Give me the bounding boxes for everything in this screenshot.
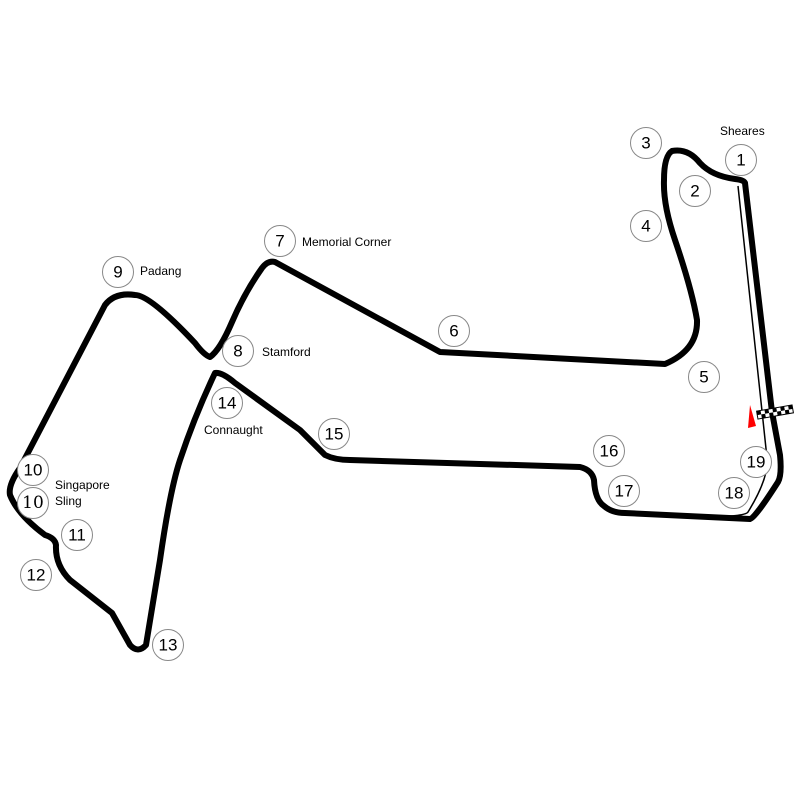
corner-marker-14: 14 bbox=[211, 387, 243, 419]
corner-number: 12 bbox=[27, 566, 46, 585]
label-sheares: Sheares bbox=[720, 124, 765, 138]
corner-marker-8: 8 bbox=[222, 335, 254, 367]
label-memorial-corner: Memorial Corner bbox=[302, 235, 391, 249]
label-padang: Padang bbox=[140, 264, 181, 278]
label-connaught: Connaught bbox=[204, 423, 263, 437]
corner-number: 3 bbox=[641, 134, 650, 153]
corner-number: 7 bbox=[275, 232, 284, 251]
corner-number: 11 bbox=[68, 526, 86, 545]
corner-marker-11: 11 bbox=[61, 519, 93, 551]
corner-marker-17: 17 bbox=[608, 475, 640, 507]
corner-number: 16 bbox=[600, 442, 619, 461]
corner-number: 19 bbox=[747, 453, 766, 472]
corner-circle bbox=[17, 487, 49, 519]
corner-circle bbox=[20, 559, 52, 591]
track-outline bbox=[6, 147, 784, 653]
checker-square bbox=[788, 404, 793, 410]
corner-number: 10 bbox=[24, 461, 43, 480]
corner-circle bbox=[630, 210, 662, 242]
corner-marker-12: 12 bbox=[20, 559, 52, 591]
corner-circle bbox=[318, 418, 350, 450]
corner-circle bbox=[211, 387, 243, 419]
checker-square bbox=[784, 409, 790, 415]
corner-number: 15 bbox=[325, 425, 344, 444]
corner-marker-13: 13 bbox=[152, 629, 184, 661]
corner-circle bbox=[152, 629, 184, 661]
corner-circle bbox=[264, 225, 296, 257]
direction-arrow-icon bbox=[748, 405, 756, 428]
label-stamford: Stamford bbox=[262, 345, 311, 359]
corner-circle bbox=[630, 127, 662, 159]
corner-marker-1: 1 bbox=[725, 144, 757, 176]
corner-marker-4: 4 bbox=[630, 210, 662, 242]
corner-number: 6 bbox=[449, 322, 458, 341]
corner-number: 14 bbox=[218, 394, 237, 413]
corner-marker-10: 10 10 bbox=[17, 454, 49, 519]
corner-circle bbox=[725, 144, 757, 176]
corner-marker-9: 9 bbox=[102, 256, 134, 288]
corner-marker-18: 18 bbox=[718, 477, 750, 509]
corner-circle bbox=[17, 454, 49, 486]
corner-circle bbox=[102, 256, 134, 288]
corner-number: 4 bbox=[641, 217, 650, 236]
checker-square bbox=[769, 412, 774, 417]
corner-number: 9 bbox=[113, 263, 122, 282]
corner-marker-5: 5 bbox=[688, 361, 720, 393]
corner-circle bbox=[593, 435, 625, 467]
corner-circle bbox=[61, 519, 93, 551]
corner-marker-3: 3 bbox=[630, 127, 662, 159]
corner-number: 2 bbox=[690, 182, 699, 201]
corner-circle bbox=[222, 335, 254, 367]
corner-number: 8 bbox=[233, 342, 242, 361]
checker-square bbox=[761, 413, 766, 419]
corner-circle bbox=[438, 315, 470, 347]
checker-square bbox=[772, 407, 777, 413]
corner-marker-19: 19 bbox=[740, 446, 772, 478]
corner-number: 5 bbox=[699, 368, 708, 387]
corner-marker-16: 16 bbox=[593, 435, 625, 467]
checker-square bbox=[776, 410, 782, 416]
corner-circle bbox=[740, 446, 772, 478]
corner-circle bbox=[688, 361, 720, 393]
corner-number: 1 bbox=[736, 151, 745, 170]
checker-square bbox=[756, 410, 762, 416]
corner-marker-7: 7 bbox=[264, 225, 296, 257]
corner-circle bbox=[718, 477, 750, 509]
checker-square bbox=[780, 406, 785, 411]
corner-marker-2: 2 bbox=[679, 175, 711, 207]
label-singapore-sling-2: Sling bbox=[55, 494, 82, 508]
corner-number: 18 bbox=[725, 484, 744, 503]
corner-marker-15: 15 bbox=[318, 418, 350, 450]
corner-circle bbox=[679, 175, 711, 207]
checker-square bbox=[764, 409, 770, 414]
start-finish-line bbox=[755, 404, 795, 420]
label-singapore-sling-1: Singapore bbox=[55, 478, 110, 492]
corner-number: 17 bbox=[615, 482, 634, 501]
corner-marker-6: 6 bbox=[438, 315, 470, 347]
corner-number: 13 bbox=[159, 636, 178, 655]
corner-circle bbox=[608, 475, 640, 507]
corner-number: 10 bbox=[22, 493, 44, 513]
